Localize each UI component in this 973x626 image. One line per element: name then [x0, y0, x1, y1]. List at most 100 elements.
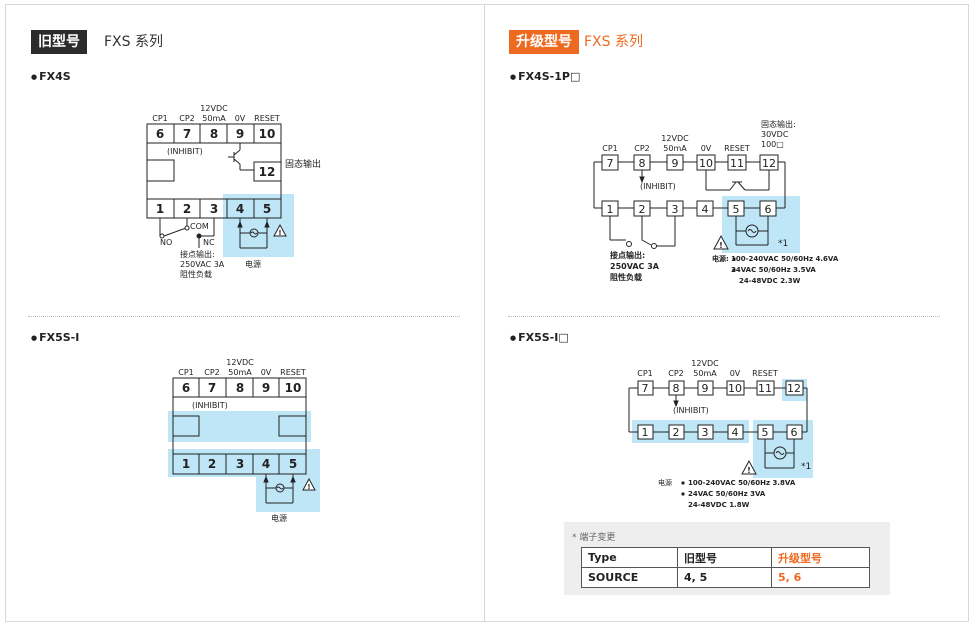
- model-fx4s-1p-label: FX4S-1P□: [510, 70, 580, 83]
- terminal-1: 1: [642, 426, 649, 439]
- terminal-1: 1: [607, 203, 614, 216]
- bus-frame: [628, 387, 808, 433]
- header-old-model: 旧型号: [677, 547, 772, 568]
- terminal-9: 9: [702, 382, 709, 395]
- terminal-6: 6: [182, 381, 190, 395]
- no-label: NO: [160, 238, 172, 247]
- label-cp1: CP1: [602, 144, 618, 153]
- terminal-2: 2: [183, 202, 191, 216]
- power-spec-1: 100-240VAC 50/60Hz 3.8VA: [688, 479, 796, 487]
- inhibit-label: (INHIBIT): [640, 182, 676, 191]
- column-divider: [484, 4, 485, 622]
- label-50ma: 50mA: [228, 368, 252, 377]
- power-input-wiring: [237, 218, 270, 249]
- terminal-5: 5: [762, 426, 769, 439]
- relay-contact-wiring: [609, 216, 676, 249]
- terminal-4: 4: [262, 457, 270, 471]
- label-reset: RESET: [254, 114, 280, 123]
- power-input-wiring: [735, 216, 769, 246]
- label-12vdc: 12VDC: [226, 358, 254, 367]
- display-window-left: [172, 415, 200, 437]
- table-header-row: Type 旧型号 升级型号: [581, 547, 870, 568]
- terminal-3: 3: [210, 202, 218, 216]
- new-model-tag: 升级型号: [509, 30, 579, 54]
- terminal-9: 9: [236, 127, 244, 141]
- terminal-change-box: * 端子变更 Type 旧型号 升级型号 SOURCE 4, 5 5, 6: [564, 522, 890, 595]
- page-frame: [5, 4, 969, 622]
- terminal-change-note: * 端子变更: [572, 533, 616, 543]
- old-model-tag: 旧型号: [31, 30, 87, 54]
- terminal-12: 12: [762, 157, 776, 170]
- warning-icon: !: [741, 459, 757, 475]
- svg-text:!: !: [747, 466, 751, 475]
- cell-type: SOURCE: [581, 567, 678, 588]
- inhibit-label: (INHIBIT): [673, 406, 709, 415]
- cell-new-terminals: 5, 6: [771, 567, 870, 588]
- terminal-3: 3: [702, 426, 709, 439]
- power-input-wiring: [764, 439, 795, 469]
- power-spec-1: 100-240VAC 50/60Hz 4.6VA: [731, 255, 839, 263]
- ssr-output-line-3: 100□: [761, 140, 784, 149]
- power-label: 电源:: [712, 254, 729, 263]
- terminal-10: 10: [285, 381, 302, 395]
- power-terminal-highlight: [223, 194, 294, 257]
- ssr-output-line-2: 30VDC: [761, 130, 789, 139]
- right-section-divider: [508, 316, 940, 317]
- ssr-terminal-box: [253, 161, 282, 182]
- label-cp2: CP2: [668, 369, 684, 378]
- terminal-6: 6: [156, 127, 164, 141]
- warning-icon: !: [713, 234, 729, 250]
- label-12vdc: 12VDC: [691, 359, 719, 368]
- terminal-8: 8: [639, 157, 646, 170]
- terminal-1: 1: [156, 202, 164, 216]
- terminal-change-table: Type 旧型号 升级型号 SOURCE 4, 5 5, 6: [581, 547, 870, 588]
- label-50ma: 50mA: [202, 114, 226, 123]
- label-cp2: CP2: [634, 144, 650, 153]
- terminal-11: 11: [758, 382, 772, 395]
- power-label: 电源: [271, 513, 287, 523]
- label-0v: 0V: [730, 369, 741, 378]
- svg-text:!: !: [307, 483, 310, 491]
- header-type: Type: [581, 547, 678, 568]
- ssr-output-label: 固态输出: [285, 158, 321, 170]
- display-window-right: [278, 415, 307, 437]
- power-spec-2: 24VAC 50/60Hz 3.5VA: [731, 266, 816, 274]
- power-label: 电源: [245, 259, 261, 269]
- terminal-5: 5: [733, 203, 740, 216]
- footnote-star: *1: [801, 462, 811, 472]
- terminal-12: 12: [787, 382, 801, 395]
- power-spec-2: 24VAC 50/60Hz 3VA: [688, 490, 766, 498]
- terminal-6: 6: [791, 426, 798, 439]
- footnote-star: *1: [778, 239, 788, 249]
- label-0v: 0V: [701, 144, 712, 153]
- terminal-3: 3: [236, 457, 244, 471]
- power-spec-3: 24-48VDC 2.3W: [739, 277, 801, 285]
- terminal-5: 5: [289, 457, 297, 471]
- terminal-9: 9: [262, 381, 270, 395]
- contact-output-line-2: 250VAC 3A: [610, 262, 660, 271]
- top-bus: [593, 161, 786, 209]
- label-12vdc: 12VDC: [661, 134, 689, 143]
- inhibit-label: (INHIBIT): [192, 401, 228, 410]
- terminal-2: 2: [639, 203, 646, 216]
- label-50ma: 50mA: [663, 144, 687, 153]
- model-fx5s-i-label: FX5S-I□: [510, 331, 569, 344]
- old-series-title: FXS 系列: [104, 34, 163, 50]
- relay-contact-wiring: [159, 218, 215, 248]
- contact-output-line-3: 阻性负载: [180, 269, 212, 279]
- label-cp1: CP1: [152, 114, 168, 123]
- terminal-8: 8: [236, 381, 244, 395]
- ssr-output-line-1: 固态输出:: [761, 119, 796, 129]
- svg-text:!: !: [278, 229, 281, 237]
- terminal-7: 7: [208, 381, 216, 395]
- svg-text:!: !: [719, 241, 723, 250]
- label-cp1: CP1: [178, 368, 194, 377]
- terminal-7: 7: [183, 127, 191, 141]
- label-12vdc: 12VDC: [200, 104, 228, 113]
- terminal-11: 11: [730, 157, 744, 170]
- terminal-2: 2: [673, 426, 680, 439]
- terminal-8: 8: [673, 382, 680, 395]
- contact-output-line-1: 接点输出:: [180, 249, 215, 259]
